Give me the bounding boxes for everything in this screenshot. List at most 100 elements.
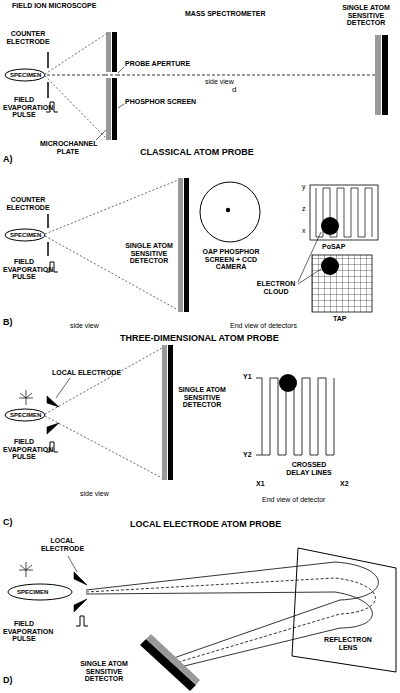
- phosphor-screen: [112, 32, 117, 140]
- detector: [146, 634, 200, 685]
- ion-trajectory: [86, 562, 378, 668]
- terminal-label: X2: [340, 480, 349, 488]
- posap-wiring: [316, 188, 372, 237]
- projection-line: [45, 348, 162, 414]
- reflectron-lens: [292, 548, 396, 672]
- part-label: ELECTRON CLOUD: [255, 280, 297, 295]
- projection-line: [45, 76, 106, 138]
- local-electrode: [74, 572, 87, 585]
- detector: [375, 35, 381, 115]
- terminal-label: Y2: [243, 451, 252, 459]
- part-label: FIELD EVAPORATION PULSE: [3, 620, 45, 643]
- local-electrode: [74, 599, 87, 612]
- part-label: FIELD EVAPORATION PULSE: [3, 438, 45, 461]
- projection-line: [45, 416, 162, 478]
- detector: [140, 639, 196, 691]
- oap-screen: [200, 182, 260, 242]
- probe-aperture: [105, 72, 118, 78]
- pulse-symbol: [46, 102, 58, 112]
- view-label: End view of detector: [262, 496, 325, 504]
- part-label: CROSSED DELAY LINES: [280, 461, 338, 476]
- view-label: side view: [205, 78, 234, 86]
- detector: [162, 345, 167, 480]
- terminal-label: X1: [256, 480, 265, 488]
- part-label: FIELD EVAPORATION PULSE: [3, 258, 45, 281]
- part-label: COUNTER ELECTRODE: [3, 196, 53, 211]
- part-label: PoSAP: [322, 243, 345, 251]
- counter-electrode: [47, 82, 49, 98]
- part-label: SPECIMEN: [10, 232, 41, 238]
- view-label: side view: [80, 490, 109, 498]
- axis-label: z: [302, 205, 306, 213]
- projection-line: [45, 180, 178, 234]
- projection-line: [45, 236, 178, 310]
- posap-detector: [310, 185, 378, 240]
- panel-letter: B): [3, 318, 13, 328]
- panel-letter: D): [3, 676, 13, 686]
- part-label: OAP PHOSPHOR SCREEN + CCD CAMERA: [200, 248, 262, 271]
- pulse-symbol: [46, 442, 58, 452]
- leader-line: [56, 378, 70, 398]
- microchannel-plate: [106, 32, 111, 140]
- leader-line: [298, 269, 321, 284]
- specimen: [8, 584, 72, 600]
- part-label: LOCAL ELECTRODE: [40, 537, 85, 552]
- electron-cloud: [321, 257, 339, 275]
- part-label: LOCAL ELECTRODE: [52, 369, 121, 377]
- leader-line: [118, 67, 124, 73]
- detector: [168, 345, 173, 480]
- section-label: MASS SPECTROMETER: [185, 10, 266, 18]
- detector: [184, 178, 189, 312]
- section-label: FIELD ION MICROSCOPE: [12, 2, 96, 10]
- part-label: PROBE APERTURE: [125, 60, 190, 68]
- dimension-label: d: [232, 86, 236, 95]
- part-label: SINGLE ATOM SENSITIVE DETECTOR: [75, 660, 133, 683]
- part-label: TAP: [333, 315, 346, 323]
- counter-electrode: [47, 242, 49, 256]
- counter-electrode: [47, 214, 49, 228]
- part-label: SPECIMEN: [10, 72, 41, 78]
- view-label: side view: [70, 322, 99, 330]
- classical-atom-probe: [5, 32, 388, 140]
- axis-label: x: [302, 227, 306, 235]
- detector: [382, 35, 388, 115]
- panel-letter: C): [3, 518, 13, 528]
- local-electrode: [47, 396, 59, 407]
- part-label: SPECIMEN: [10, 412, 41, 418]
- counter-electrode: [47, 52, 49, 68]
- terminal-label: Y1: [243, 373, 252, 381]
- local-electrode: [47, 423, 59, 434]
- pulse-symbol: [76, 616, 88, 626]
- reflectron-atom-probe: [8, 548, 396, 691]
- hit-spot: [226, 208, 230, 212]
- panel-title: THREE-DIMENSIONAL ATOM PROBE: [120, 334, 279, 344]
- leader-line: [68, 556, 77, 572]
- part-label: SINGLE ATOM SENSITIVE DETECTOR: [177, 386, 227, 409]
- part-label: SINGLE ATOM SENSITIVE DETECTOR: [125, 242, 173, 265]
- view-label: End view of detectors: [230, 322, 297, 330]
- specimen: [5, 69, 45, 81]
- three-dimensional-atom-probe: [5, 178, 378, 312]
- part-label: MICROCHANNEL PLATE: [40, 140, 96, 155]
- panel-letter: A): [3, 155, 13, 165]
- pulse-symbol: [46, 262, 58, 272]
- tap-grid: [312, 255, 372, 312]
- leader-line: [298, 232, 321, 282]
- electron-cloud: [321, 217, 339, 235]
- leader-line: [118, 104, 124, 108]
- part-label: FIELD EVAPORATION PULSE: [3, 96, 45, 119]
- part-label: SINGLE ATOM SENSITIVE DETECTOR: [336, 4, 396, 27]
- part-label: PHOSPHOR SCREEN: [125, 98, 196, 106]
- part-label: REFLECTRON LENS: [318, 636, 378, 651]
- leader-line: [96, 130, 106, 140]
- electron-cloud: [279, 374, 297, 392]
- ion-symbol: [19, 390, 33, 405]
- specimen: [5, 409, 45, 421]
- part-label: COUNTER ELECTRODE: [3, 30, 53, 45]
- panel-title: CLASSICAL ATOM PROBE: [140, 148, 254, 158]
- specimen: [5, 229, 45, 241]
- axis-label: y: [302, 183, 306, 191]
- local-electrode-atom-probe: [5, 345, 334, 480]
- flight-axis: [47, 75, 375, 76]
